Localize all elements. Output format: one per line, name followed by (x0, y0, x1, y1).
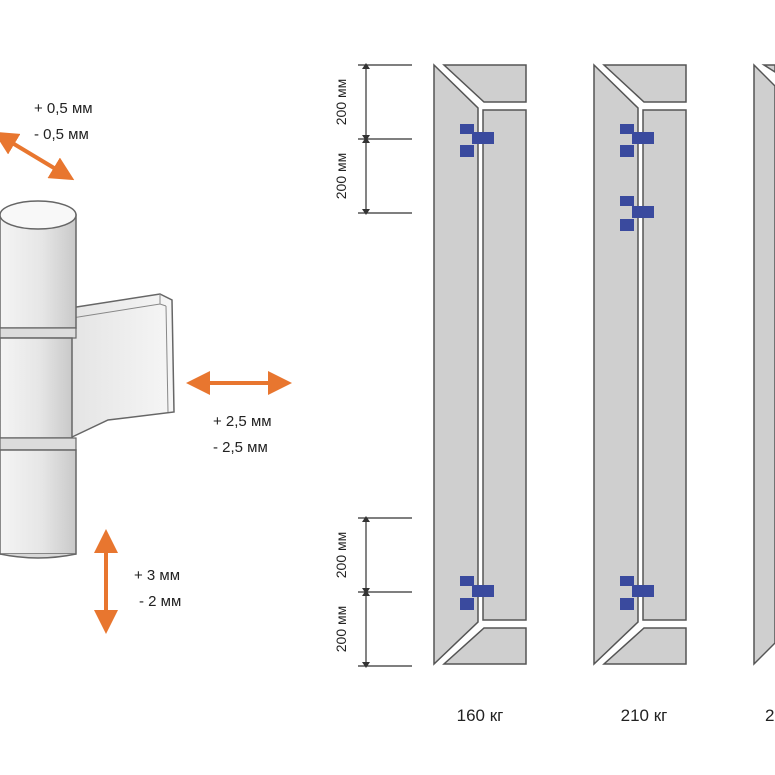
lateral-plus-label: + 2,5 мм (213, 413, 272, 430)
depth-adjust-arrow (0, 131, 75, 181)
dim-top-lower-label: 200 мм (333, 153, 349, 200)
door-frame-3-partial (753, 63, 775, 666)
dim-bottom-upper-label: 200 мм (333, 532, 349, 579)
hinge-illustration (0, 200, 175, 559)
vertical-plus-label: + 3 мм (134, 567, 180, 584)
hinge-upper-knuckle (0, 214, 77, 329)
door-weight-3: 2 (765, 706, 774, 725)
door-weight-210: 210 кг (621, 706, 668, 725)
vertical-minus-label: - 2 мм (139, 593, 181, 610)
dimension-lines (358, 64, 412, 667)
door-frame-210 (593, 63, 687, 666)
hinge-lower-knuckle (0, 449, 77, 555)
depth-plus-label: + 0,5 мм (34, 100, 93, 117)
hinge-middle-knuckle (0, 337, 73, 439)
depth-minus-label: - 0,5 мм (34, 126, 89, 143)
dim-top-upper-label: 200 мм (333, 79, 349, 126)
door-frame-160 (433, 63, 527, 666)
door-weight-160: 160 кг (457, 706, 504, 725)
dim-bottom-lower-label: 200 мм (333, 606, 349, 653)
lateral-minus-label: - 2,5 мм (213, 439, 268, 456)
